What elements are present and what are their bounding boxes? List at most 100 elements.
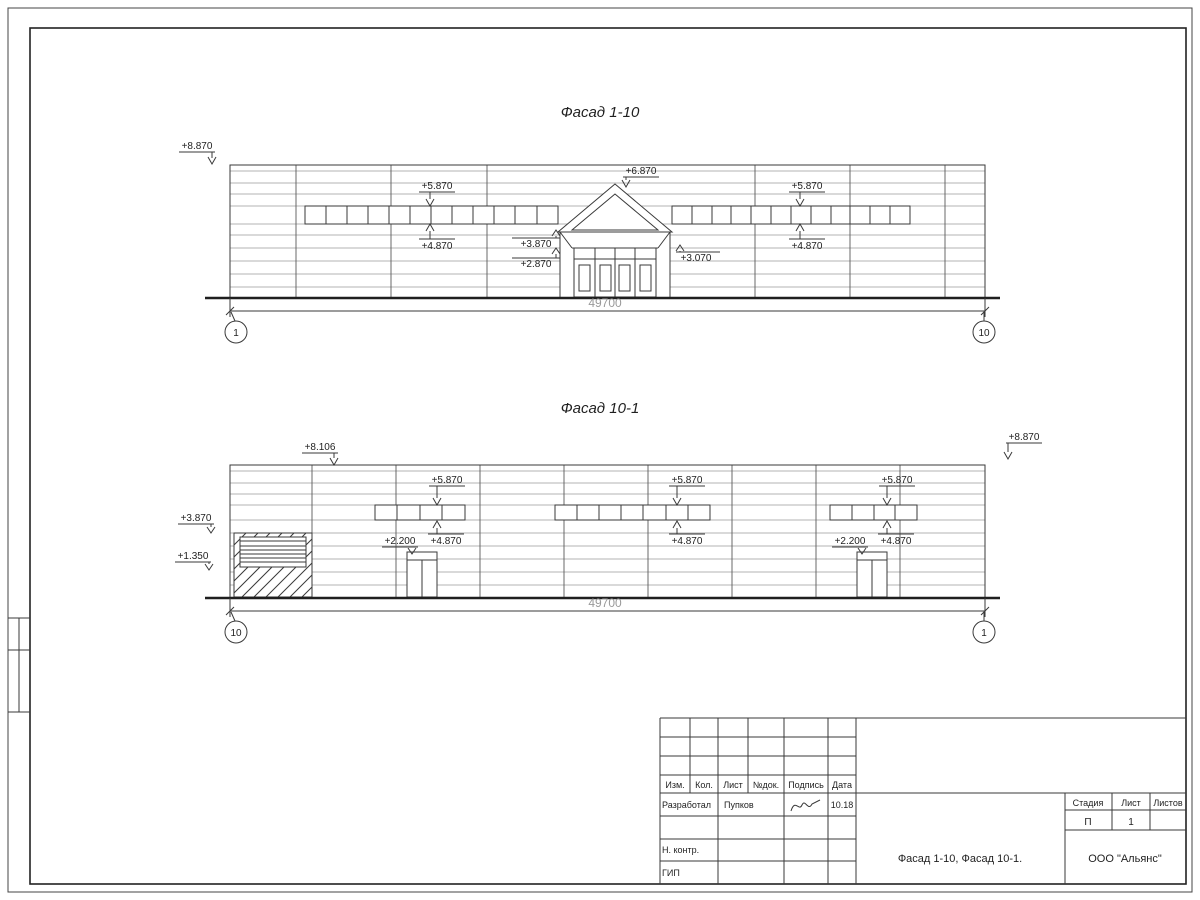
sheet-label: Лист <box>1121 798 1141 808</box>
elevation-label: +5.870 <box>882 475 913 486</box>
window-strip-frame <box>554 504 711 521</box>
elevation-label: +8.106 <box>305 442 336 453</box>
title-block: Изм. Кол. Лист №док. Подпись Дата Разраб… <box>659 717 1186 884</box>
developer-label: Разработал <box>662 800 711 810</box>
elevation-mark-2200-right: +2.200 <box>832 536 868 555</box>
axis-number: 10 <box>230 628 242 639</box>
elevation-mark-4870-left: +4.870 <box>428 519 464 547</box>
elevation-mark-3070: +3.070 <box>675 244 720 264</box>
elevation-arrow-icon <box>789 222 825 240</box>
elevation-label: +8.870 <box>1009 432 1040 443</box>
elevation-label: +5.870 <box>422 181 453 192</box>
gip-label: ГИП <box>662 868 680 878</box>
ncontr-label: Н. контр. <box>662 845 699 855</box>
axis-number: 10 <box>978 328 990 339</box>
title-block-grid <box>659 717 1186 884</box>
header-kol: Кол. <box>695 780 713 790</box>
axis-circle <box>224 620 248 644</box>
axis-bubble-left: 10 <box>224 611 248 644</box>
canopy-lines <box>559 231 671 298</box>
elevation-mark-2200-left: +2.200 <box>382 536 418 555</box>
window-strip-right <box>829 504 918 521</box>
elevation-label: +3.070 <box>681 253 712 264</box>
elevation-mark-3870: +3.870 <box>512 229 561 250</box>
window-strip-left <box>304 205 559 225</box>
elevation-label: +5.870 <box>792 181 823 192</box>
window-mullions <box>691 206 891 224</box>
elevation-arrow-icon <box>1003 442 1042 461</box>
developer-date: 10.18 <box>831 800 854 810</box>
column-lines <box>295 165 946 298</box>
dimension-49700: 49700 <box>225 296 990 317</box>
elevation-label: +1.350 <box>178 551 209 562</box>
elevation-arrow-icon <box>878 519 914 535</box>
sheet-value: 1 <box>1128 817 1134 828</box>
entrance-portal <box>556 183 674 298</box>
louver-panel <box>233 532 313 598</box>
elevation-label: +8.870 <box>182 141 213 152</box>
elevation-arrow-icon <box>669 485 705 507</box>
axis-circle <box>224 320 248 344</box>
column-lines <box>311 465 901 598</box>
window-strip-right <box>671 205 911 225</box>
axis-bubble-right: 10 <box>972 312 996 344</box>
elevation-arrow-icon <box>178 523 216 534</box>
elevation-mark-5870-b: +5.870 <box>669 475 705 507</box>
elevation-mark-4870-right: +4.870 <box>878 519 914 547</box>
door-divisions <box>857 559 887 597</box>
facade-1-10: Фасад 1-10 +8.870 <box>179 104 1000 344</box>
axis-leader <box>230 611 236 622</box>
transom-mullions <box>594 248 636 259</box>
extension-lines <box>229 298 986 317</box>
elevation-mark-2870: +2.870 <box>512 247 561 270</box>
elevation-label: +2.870 <box>521 259 552 270</box>
dimension-ticks <box>225 606 990 616</box>
elevation-label: +6.870 <box>626 166 657 177</box>
elevation-mark-8106: +8.106 <box>302 442 339 467</box>
sheets-label: Листов <box>1153 798 1182 808</box>
axis-number: 1 <box>981 628 987 639</box>
dimension-ticks <box>225 306 990 316</box>
signature-icon <box>790 799 821 812</box>
elevation-label: +3.870 <box>181 513 212 524</box>
elevation-arrow-icon <box>669 519 705 535</box>
pediment-triangle <box>556 183 674 233</box>
elevation-label: +4.870 <box>792 241 823 252</box>
door-divisions <box>407 559 437 597</box>
elevation-arrow-icon <box>512 229 561 239</box>
elevation-mark-5870-c: +5.870 <box>879 475 915 507</box>
company-name: ООО "Альянс" <box>1088 853 1162 865</box>
elevation-mark-1350: +1.350 <box>175 551 214 571</box>
header-list: Лист <box>723 780 743 790</box>
elevation-arrow-icon <box>419 222 455 240</box>
elevation-label: +3.870 <box>521 239 552 250</box>
elevation-arrow-icon <box>512 247 561 259</box>
stage-label: Стадия <box>1073 798 1104 808</box>
sheet-frame <box>7 7 1193 893</box>
dimension-text: 49700 <box>588 596 622 610</box>
door-leaf-divisions <box>594 259 636 297</box>
elevation-mark-5870-a: +5.870 <box>429 475 465 507</box>
elevation-mark-3870: +3.870 <box>178 513 216 534</box>
header-ndok: №док. <box>753 780 779 790</box>
dimension-text: 49700 <box>588 296 622 310</box>
elevation-arrow-icon <box>419 191 455 208</box>
dimension-49700: 49700 <box>225 596 990 617</box>
elevation-mark-6870: +6.870 <box>621 166 659 189</box>
door-left <box>406 551 438 598</box>
elevation-label: +4.870 <box>422 241 453 252</box>
elevation-label: +2.200 <box>835 536 866 547</box>
pediment-inner-triangle <box>570 193 660 231</box>
facade-10-1-title: Фасад 10-1 <box>561 400 640 417</box>
header-podpis: Подпись <box>788 780 824 790</box>
elevation-label: +4.870 <box>881 536 912 547</box>
stage-value: П <box>1084 817 1091 828</box>
elevation-label: +4.870 <box>431 536 462 547</box>
axis-bubble-right: 1 <box>972 612 996 644</box>
axis-bubble-left: 1 <box>224 311 248 344</box>
document-title: Фасад 1-10, Фасад 10-1. <box>898 853 1022 865</box>
elevation-mark-8870-right: +8.870 <box>1003 432 1042 461</box>
axis-leader <box>230 311 236 322</box>
